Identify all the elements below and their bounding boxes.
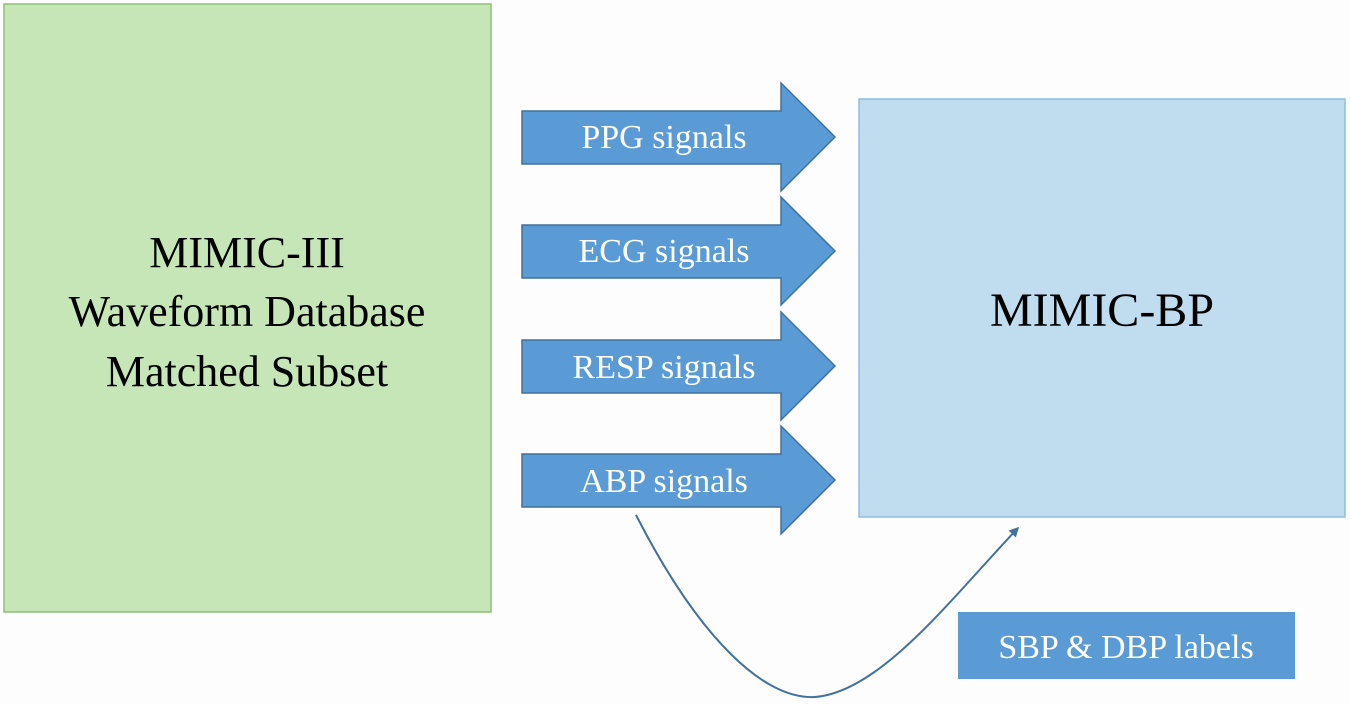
abp-signal-label: ABP signals: [580, 463, 748, 500]
ecg-signal-label: ECG signals: [579, 233, 750, 270]
abp-signal-arrow: ABP signals: [521, 424, 837, 536]
resp-signal-label: RESP signals: [573, 349, 756, 386]
source-database-box: MIMIC-III Waveform Database Matched Subs…: [3, 3, 492, 613]
target-dataset-box: MIMIC-BP: [858, 98, 1346, 518]
ppg-signal-label: PPG signals: [581, 119, 746, 156]
source-line-3: Matched Subset: [106, 347, 388, 396]
target-label: MIMIC-BP: [990, 284, 1214, 337]
sbp-dbp-labels-box: SBP & DBP labels: [958, 612, 1295, 679]
source-line-2: Waveform Database: [69, 287, 426, 336]
label-connector-curve: [635, 514, 1020, 699]
sbp-dbp-labels-text: SBP & DBP labels: [998, 629, 1253, 666]
ecg-signal-arrow: ECG signals: [521, 195, 837, 307]
ppg-signal-arrow: PPG signals: [521, 81, 837, 193]
source-line-1: MIMIC-III: [149, 228, 345, 277]
resp-signal-arrow: RESP signals: [521, 310, 837, 422]
